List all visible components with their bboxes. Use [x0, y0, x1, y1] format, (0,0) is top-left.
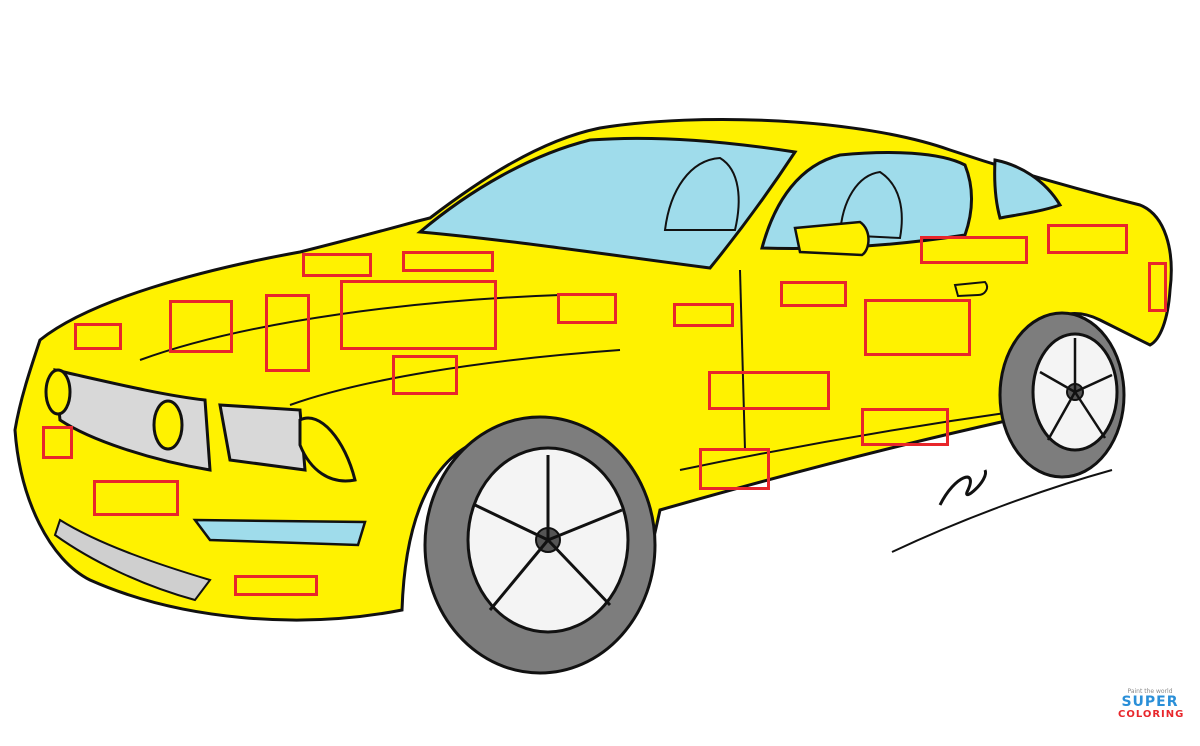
marker-box[interactable]	[392, 355, 458, 395]
marker-box[interactable]	[699, 448, 770, 490]
marker-box[interactable]	[169, 300, 233, 353]
signature-mark	[938, 469, 987, 506]
marker-box[interactable]	[302, 253, 372, 277]
seat-front	[663, 156, 740, 231]
marker-box[interactable]	[920, 236, 1028, 264]
side-grille	[218, 403, 307, 472]
door-handle	[953, 280, 988, 298]
marker-box[interactable]	[265, 294, 310, 372]
side-sill	[679, 411, 1013, 471]
lower-intake	[53, 518, 212, 602]
bumper-light	[192, 518, 367, 547]
marker-box[interactable]	[340, 280, 497, 350]
marker-box[interactable]	[861, 408, 949, 446]
marker-box[interactable]	[780, 281, 847, 307]
watermark-tagline: Paint the world	[1127, 688, 1173, 695]
signature-stroke	[891, 469, 1113, 553]
fog-lamp-right	[152, 399, 184, 451]
marker-box[interactable]	[708, 371, 830, 410]
marker-box[interactable]	[42, 426, 73, 459]
watermark: Paint the world SUPER COLORING	[1118, 688, 1185, 720]
watermark-line2: COLORING	[1118, 709, 1185, 720]
fog-lamp-left	[44, 368, 72, 416]
marker-box[interactable]	[93, 480, 179, 516]
marker-box[interactable]	[864, 299, 971, 356]
marker-box[interactable]	[1047, 224, 1128, 254]
rear-spokes	[1039, 338, 1113, 441]
marker-box[interactable]	[74, 323, 122, 350]
front-spokes	[474, 455, 623, 611]
rear-window	[993, 158, 1063, 220]
hood-line	[289, 349, 621, 406]
marker-box[interactable]	[234, 575, 318, 596]
headlight	[298, 416, 357, 483]
hood-line	[139, 294, 561, 361]
watermark-line1: SUPER	[1121, 694, 1179, 710]
door-line	[739, 269, 746, 451]
marker-box[interactable]	[1148, 262, 1167, 312]
marker-box[interactable]	[557, 293, 617, 324]
marker-box[interactable]	[673, 303, 734, 327]
marker-box[interactable]	[402, 251, 494, 272]
side-mirror	[793, 220, 870, 257]
